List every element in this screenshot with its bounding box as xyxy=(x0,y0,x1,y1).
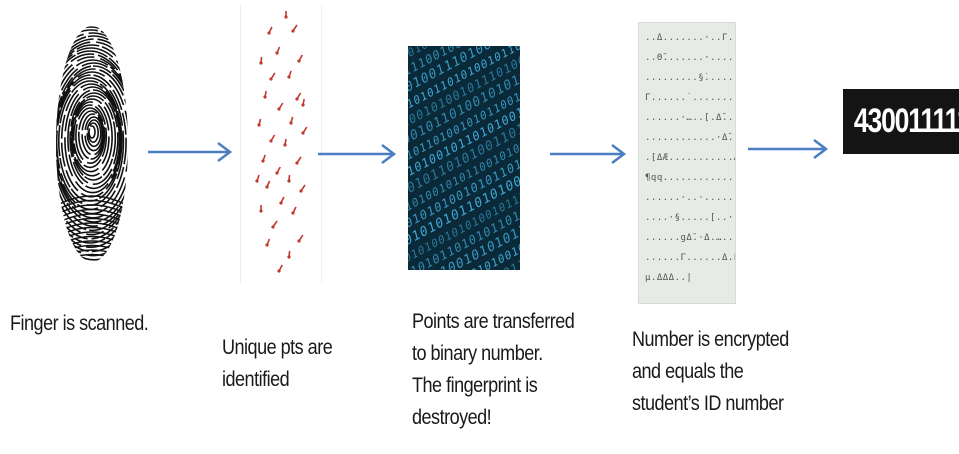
encrypted-row: ......gΔ̄.·Δ.…..·•. xyxy=(645,233,735,243)
minutia-dot xyxy=(265,185,269,189)
minutia-dot xyxy=(275,51,279,55)
minutia-dot xyxy=(291,29,295,33)
caption-line: Points are transferred xyxy=(412,310,575,333)
step-2-caption: Unique pts are identified xyxy=(222,332,333,396)
minutia-dot xyxy=(265,243,269,247)
minutia-dot xyxy=(279,201,283,205)
minutia-dot xyxy=(301,131,305,135)
minutia-dot xyxy=(287,179,291,183)
student-id-box: 4300111111 xyxy=(843,89,959,154)
encrypted-row: ......·…..[.Δ̆.... xyxy=(645,113,736,123)
minutia-dot xyxy=(269,77,273,81)
caption-line: Number is encrypted xyxy=(632,328,789,351)
minutia-dot xyxy=(271,225,275,229)
minutia-dot xyxy=(299,189,303,193)
minutia-dot xyxy=(267,31,271,35)
binary-stream: 1011010001010100111010110100010101001110… xyxy=(408,46,520,270)
step-4-caption: Number is encrypted and equals the stude… xyxy=(632,324,789,420)
minutiae-points-image xyxy=(240,5,322,283)
minutia-dot xyxy=(297,239,301,243)
minutia-dot xyxy=(259,209,263,213)
minutia-dot xyxy=(255,179,259,183)
encrypted-row: μ.ΔΔΔ..| xyxy=(645,273,693,283)
caption-line: destroyed! xyxy=(412,406,492,429)
minutia-dot xyxy=(263,95,267,99)
minutia-dot xyxy=(257,123,261,127)
minutia-dot xyxy=(289,121,293,125)
encrypted-row: .[ΔÆ...........Δ. xyxy=(645,153,736,163)
encrypted-number-image: ..Δ.......·..Γ. ..Θ̄.......·.............… xyxy=(638,22,736,304)
step-3-caption: Points are transferred to binary number.… xyxy=(412,306,575,434)
minutia-dot xyxy=(295,161,299,165)
caption-line: to binary number. xyxy=(412,342,543,365)
fingerprint-drawing xyxy=(56,26,128,262)
minutia-dot xyxy=(283,143,287,147)
minutia-dot xyxy=(277,107,281,111)
caption-line: The fingerprint is xyxy=(412,374,538,397)
encrypted-row: ¶qq.............. xyxy=(645,173,736,183)
encrypted-row: ............·Δ̆... xyxy=(645,133,736,143)
caption-line: Finger is scanned. xyxy=(10,312,149,335)
minutia-dot xyxy=(287,255,291,259)
encrypted-row: Γ......˙.......˙.. xyxy=(645,93,735,103)
minutiae-points-drawing xyxy=(255,11,308,273)
minutia-dot xyxy=(291,211,295,215)
minutia-dot xyxy=(269,139,273,143)
caption-line: identified xyxy=(222,368,290,391)
arrow-right-icon xyxy=(550,144,627,164)
caption-line: student’s ID number xyxy=(632,392,784,415)
minutia-dot xyxy=(259,61,263,65)
caption-line: Unique pts are xyxy=(222,336,333,359)
encrypted-row: ..Θ̄.......·..... xyxy=(645,53,736,63)
encrypted-row: .........§̇.......· xyxy=(645,73,735,83)
arrow-right-icon xyxy=(748,139,829,159)
minutia-dot xyxy=(297,59,301,63)
minutia-dot xyxy=(277,269,281,273)
minutia-dot xyxy=(261,159,265,163)
fingerprint-image xyxy=(46,12,138,274)
binary-data-image: 1011010001010100111010110100010101001110… xyxy=(408,46,520,270)
minutia-dot xyxy=(301,103,305,107)
encrypted-row: ......·..·......•.. xyxy=(645,193,735,203)
caption-line: and equals the xyxy=(632,360,744,383)
encrypted-row: ..Δ.......·..Γ. xyxy=(645,33,734,43)
encrypted-row: ......Γ......Δ.Γ.. xyxy=(645,253,735,263)
minutia-dot xyxy=(287,75,291,79)
minutia-dot xyxy=(284,15,288,19)
arrow-right-icon xyxy=(318,144,397,164)
step-1-caption: Finger is scanned. xyxy=(10,308,149,340)
minutia-dot xyxy=(275,171,279,175)
student-id-number: 4300111111 xyxy=(853,102,959,140)
arrow-right-icon xyxy=(148,142,233,162)
encrypted-row: ....·§.....[..·... xyxy=(645,213,735,223)
minutia-dot xyxy=(295,97,299,101)
